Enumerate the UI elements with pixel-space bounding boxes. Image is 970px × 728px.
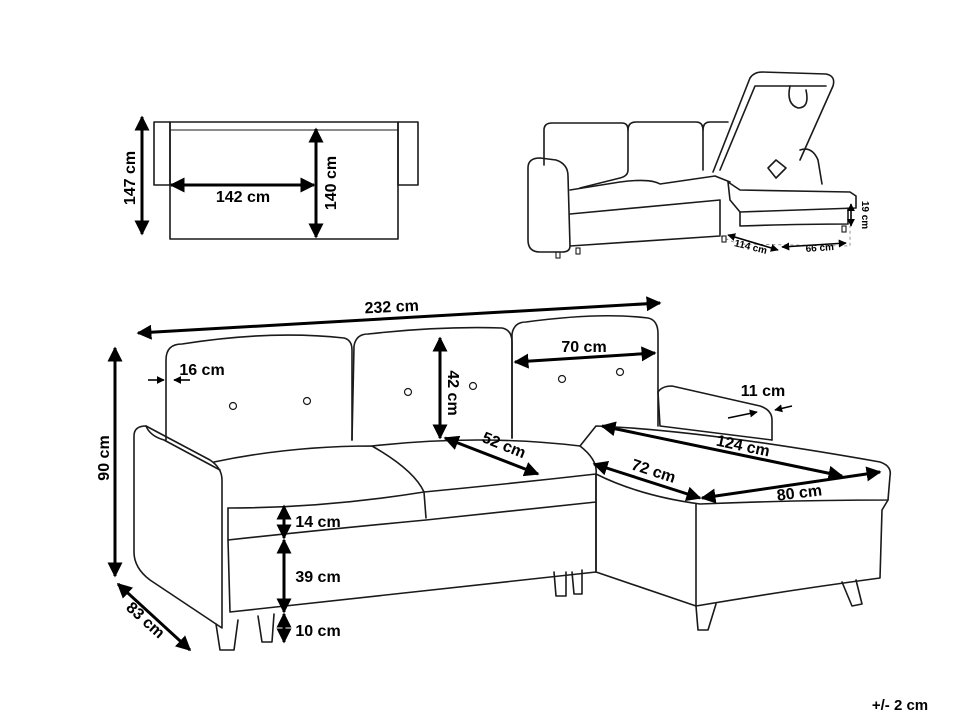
main-sofa-view: 232 cm 90 cm 83 cm 16 cm 42 cm 70 cm 11 … <box>96 296 892 652</box>
chaise-back-label: 70 cm <box>561 339 606 356</box>
storage-chaise-front <box>739 207 849 227</box>
left-armrest <box>133 425 223 629</box>
chaise-arm-arrow-left <box>727 409 758 419</box>
chaise-back-arrow <box>513 346 657 369</box>
cushion-thickness-label: 14 cm <box>295 514 340 531</box>
storage-depth-arrow <box>727 233 779 252</box>
storage-chaise-top <box>727 181 857 213</box>
seat-depth-label: 52 cm <box>479 429 527 462</box>
chaise-armrest <box>657 385 773 441</box>
storage-open-view: 114 cm 66 cm 19 cm <box>527 71 870 259</box>
storage-back-cushion-2 <box>627 121 704 171</box>
back-cushion-middle <box>351 326 513 441</box>
storage-leg-4 <box>841 225 847 233</box>
backrest-height-label: 42 cm <box>444 370 461 415</box>
leg-chaise-right <box>841 579 863 607</box>
storage-lid-inner <box>719 85 827 171</box>
bed-outline <box>169 121 399 240</box>
armrest-width-label: 16 cm <box>179 362 224 379</box>
tuft-button-4 <box>468 381 478 391</box>
storage-leg-2 <box>575 247 581 255</box>
total-width-label: 232 cm <box>364 298 419 318</box>
storage-lid <box>712 71 835 173</box>
storage-lid-handle <box>788 85 808 109</box>
left-armrest-top <box>145 425 221 471</box>
seat-depth-arrow <box>443 435 540 477</box>
chaise-arm-arrow-right <box>774 404 793 413</box>
storage-depth-label: 114 cm <box>733 238 768 257</box>
storage-chaise-arm <box>799 148 823 185</box>
storage-seat-line <box>569 175 731 191</box>
bed-depth-label: 147 cm <box>122 151 139 205</box>
depth-label: 83 cm <box>122 599 167 642</box>
chaise-width-label: 80 cm <box>776 482 823 504</box>
bed-width-label: 142 cm <box>216 189 270 206</box>
depth-arrow <box>116 582 192 652</box>
tuft-button-3 <box>403 387 413 397</box>
back-cushion-right <box>511 314 659 439</box>
storage-leg-1 <box>555 251 561 259</box>
chaise-front <box>695 499 889 607</box>
base-height-label: 39 cm <box>295 569 340 586</box>
height-label: 90 cm <box>96 435 113 480</box>
leg-center-2 <box>571 569 583 595</box>
chaise-width-arrow <box>700 466 882 504</box>
leg-mid-left <box>257 613 275 643</box>
bed-length-label: 140 cm <box>323 156 340 210</box>
storage-width-label: 66 cm <box>805 242 834 255</box>
storage-leg-3 <box>721 235 727 243</box>
leg-front-left <box>215 619 239 651</box>
bed-right-arm <box>397 121 419 186</box>
chaise-inner-arrow <box>592 460 702 502</box>
tuft-button-5 <box>557 374 567 384</box>
bed-left-arm <box>153 121 171 186</box>
seat-cushion-left <box>213 445 425 509</box>
storage-back-cushion-1 <box>543 122 629 189</box>
leg-height-label: 10 cm <box>295 623 340 640</box>
storage-back-cushion-3 <box>702 121 729 131</box>
leg-center-1 <box>553 571 567 597</box>
chaise-side <box>595 473 697 607</box>
tuft-button-1 <box>228 401 238 411</box>
storage-left-arm <box>527 157 571 253</box>
tuft-button-6 <box>615 367 625 377</box>
back-cushion-left <box>165 334 353 441</box>
tuft-button-2 <box>302 396 312 406</box>
chaise-arm-label: 11 cm <box>741 383 785 400</box>
storage-width-arrow <box>781 239 847 251</box>
storage-strut <box>767 159 787 179</box>
storage-height-label: 19 cm <box>859 201 870 229</box>
tolerance-note: +/- 2 cm <box>872 697 928 714</box>
leg-chaise-front <box>695 603 717 631</box>
total-width-arrow <box>136 296 662 340</box>
seat-cushion-front <box>227 473 597 541</box>
bed-top-view: 147 cm 142 cm 140 cm <box>122 115 419 240</box>
storage-base <box>569 199 721 247</box>
